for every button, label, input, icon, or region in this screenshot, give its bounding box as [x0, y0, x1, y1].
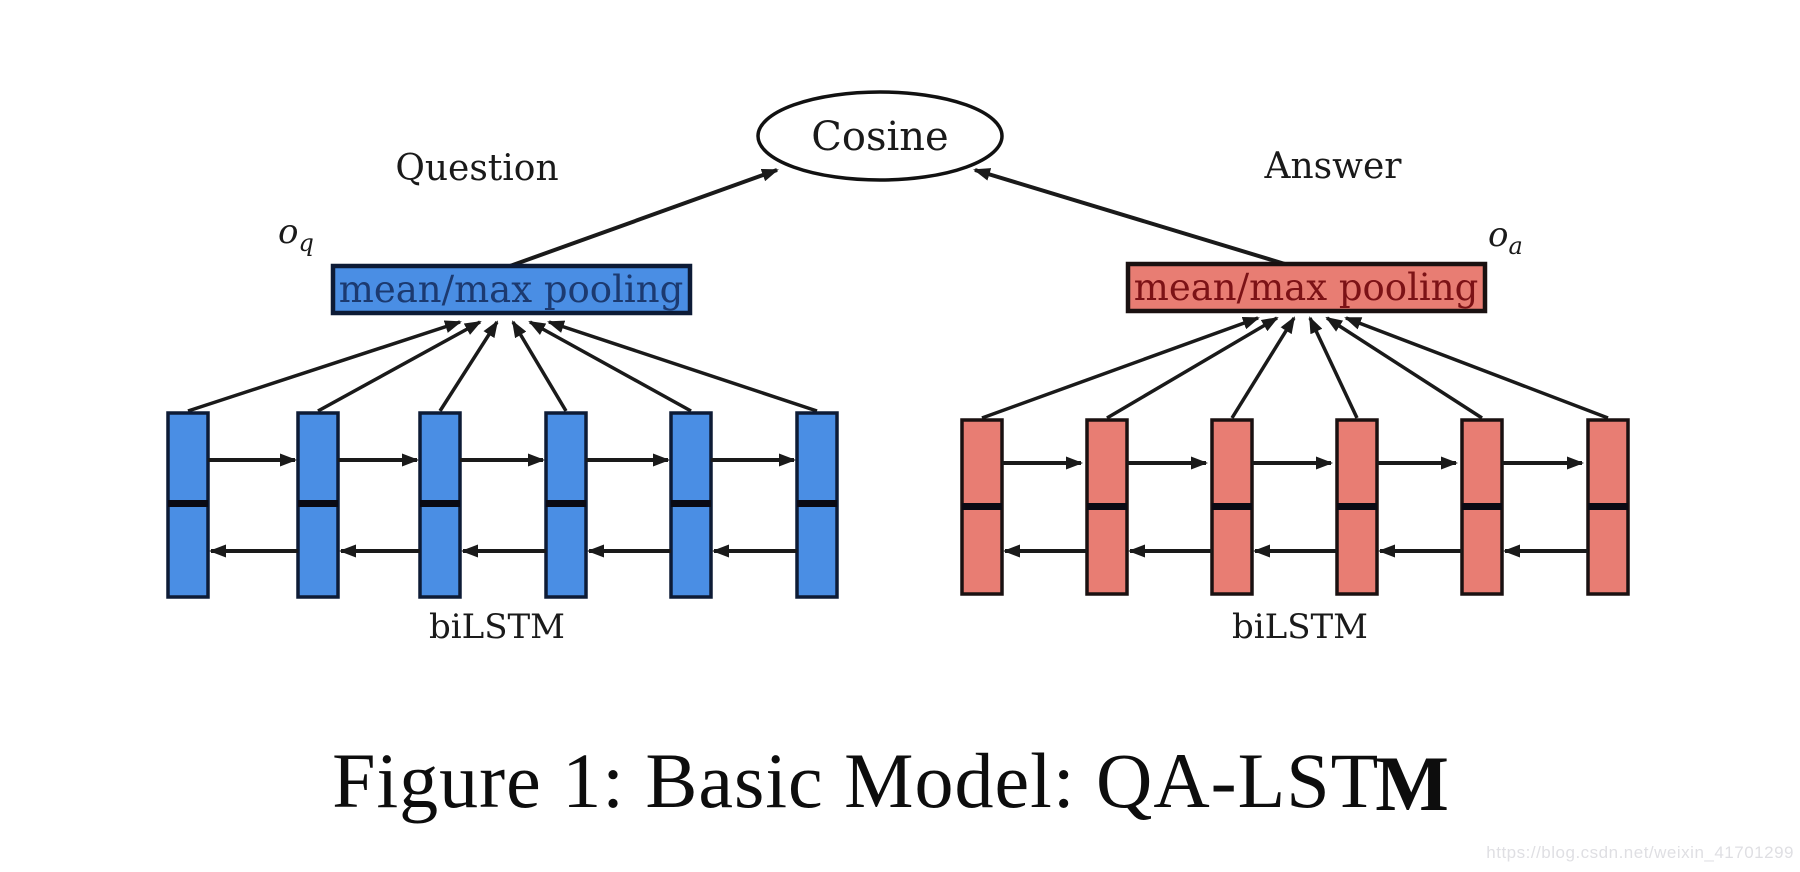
figure-caption: Figure 1: Basic Model: QA-LSTM: [0, 736, 1782, 827]
caption-last-char: M: [1375, 740, 1450, 827]
fanin-arrow: [511, 320, 568, 412]
answer-fanin-arrows: [981, 316, 1609, 420]
cell-divider: [1337, 503, 1377, 510]
answer-pooling-label: mean/max pooling: [1134, 266, 1479, 309]
output-a-base: o: [1488, 215, 1508, 255]
fanin-arrow: [547, 320, 818, 413]
caption-text: Figure 1: Basic Model: QA-LST: [332, 737, 1380, 824]
question-pooling-label: mean/max pooling: [339, 268, 684, 311]
cosine-node: [756, 90, 1004, 182]
output-a-label: oa: [1488, 215, 1523, 260]
output-q-base: o: [278, 212, 298, 252]
answer-bilstm-cells: [960, 418, 1630, 596]
answer-bilstm-label: biLSTM: [1232, 607, 1368, 647]
question-fanin-arrows: [187, 320, 818, 413]
cell-divider: [546, 500, 586, 507]
question-pooling-box: [330, 263, 693, 316]
question-bilstm-cells: [166, 411, 839, 599]
fanin-arrow: [438, 320, 499, 412]
output-a-sub: a: [1508, 232, 1522, 260]
left-pooling-to-cosine-arrow: [509, 168, 779, 268]
question-label: Question: [395, 148, 558, 189]
fanin-arrow: [1230, 316, 1296, 419]
watermark-url: https://blog.csdn.net/weixin_41701299: [1486, 843, 1794, 862]
cell-divider: [962, 503, 1002, 510]
right-pooling-to-cosine-arrow: [973, 168, 1286, 266]
fanin-arrow: [187, 320, 462, 413]
fanin-arrow: [1344, 316, 1609, 420]
answer-pooling-box: [1125, 261, 1488, 314]
fanin-arrow: [1308, 316, 1359, 419]
cell-divider: [420, 500, 460, 507]
cell-divider: [671, 500, 711, 507]
cell-divider: [298, 500, 338, 507]
cell-divider: [1588, 503, 1628, 510]
fanin-arrow: [528, 320, 692, 413]
fanin-arrow: [317, 320, 482, 413]
output-q-sub: q: [298, 229, 313, 257]
cell-divider: [1212, 503, 1252, 510]
cell-divider: [797, 500, 837, 507]
output-q-label: oq: [278, 212, 314, 257]
cell-divider: [1087, 503, 1127, 510]
cosine-label: Cosine: [811, 114, 948, 160]
fanin-arrow: [1325, 316, 1483, 420]
cell-divider: [1462, 503, 1502, 510]
cell-divider: [168, 500, 208, 507]
question-bilstm-label: biLSTM: [429, 607, 565, 647]
fanin-arrow: [1106, 316, 1279, 420]
answer-label: Answer: [1264, 146, 1403, 187]
fanin-arrow: [981, 316, 1260, 420]
